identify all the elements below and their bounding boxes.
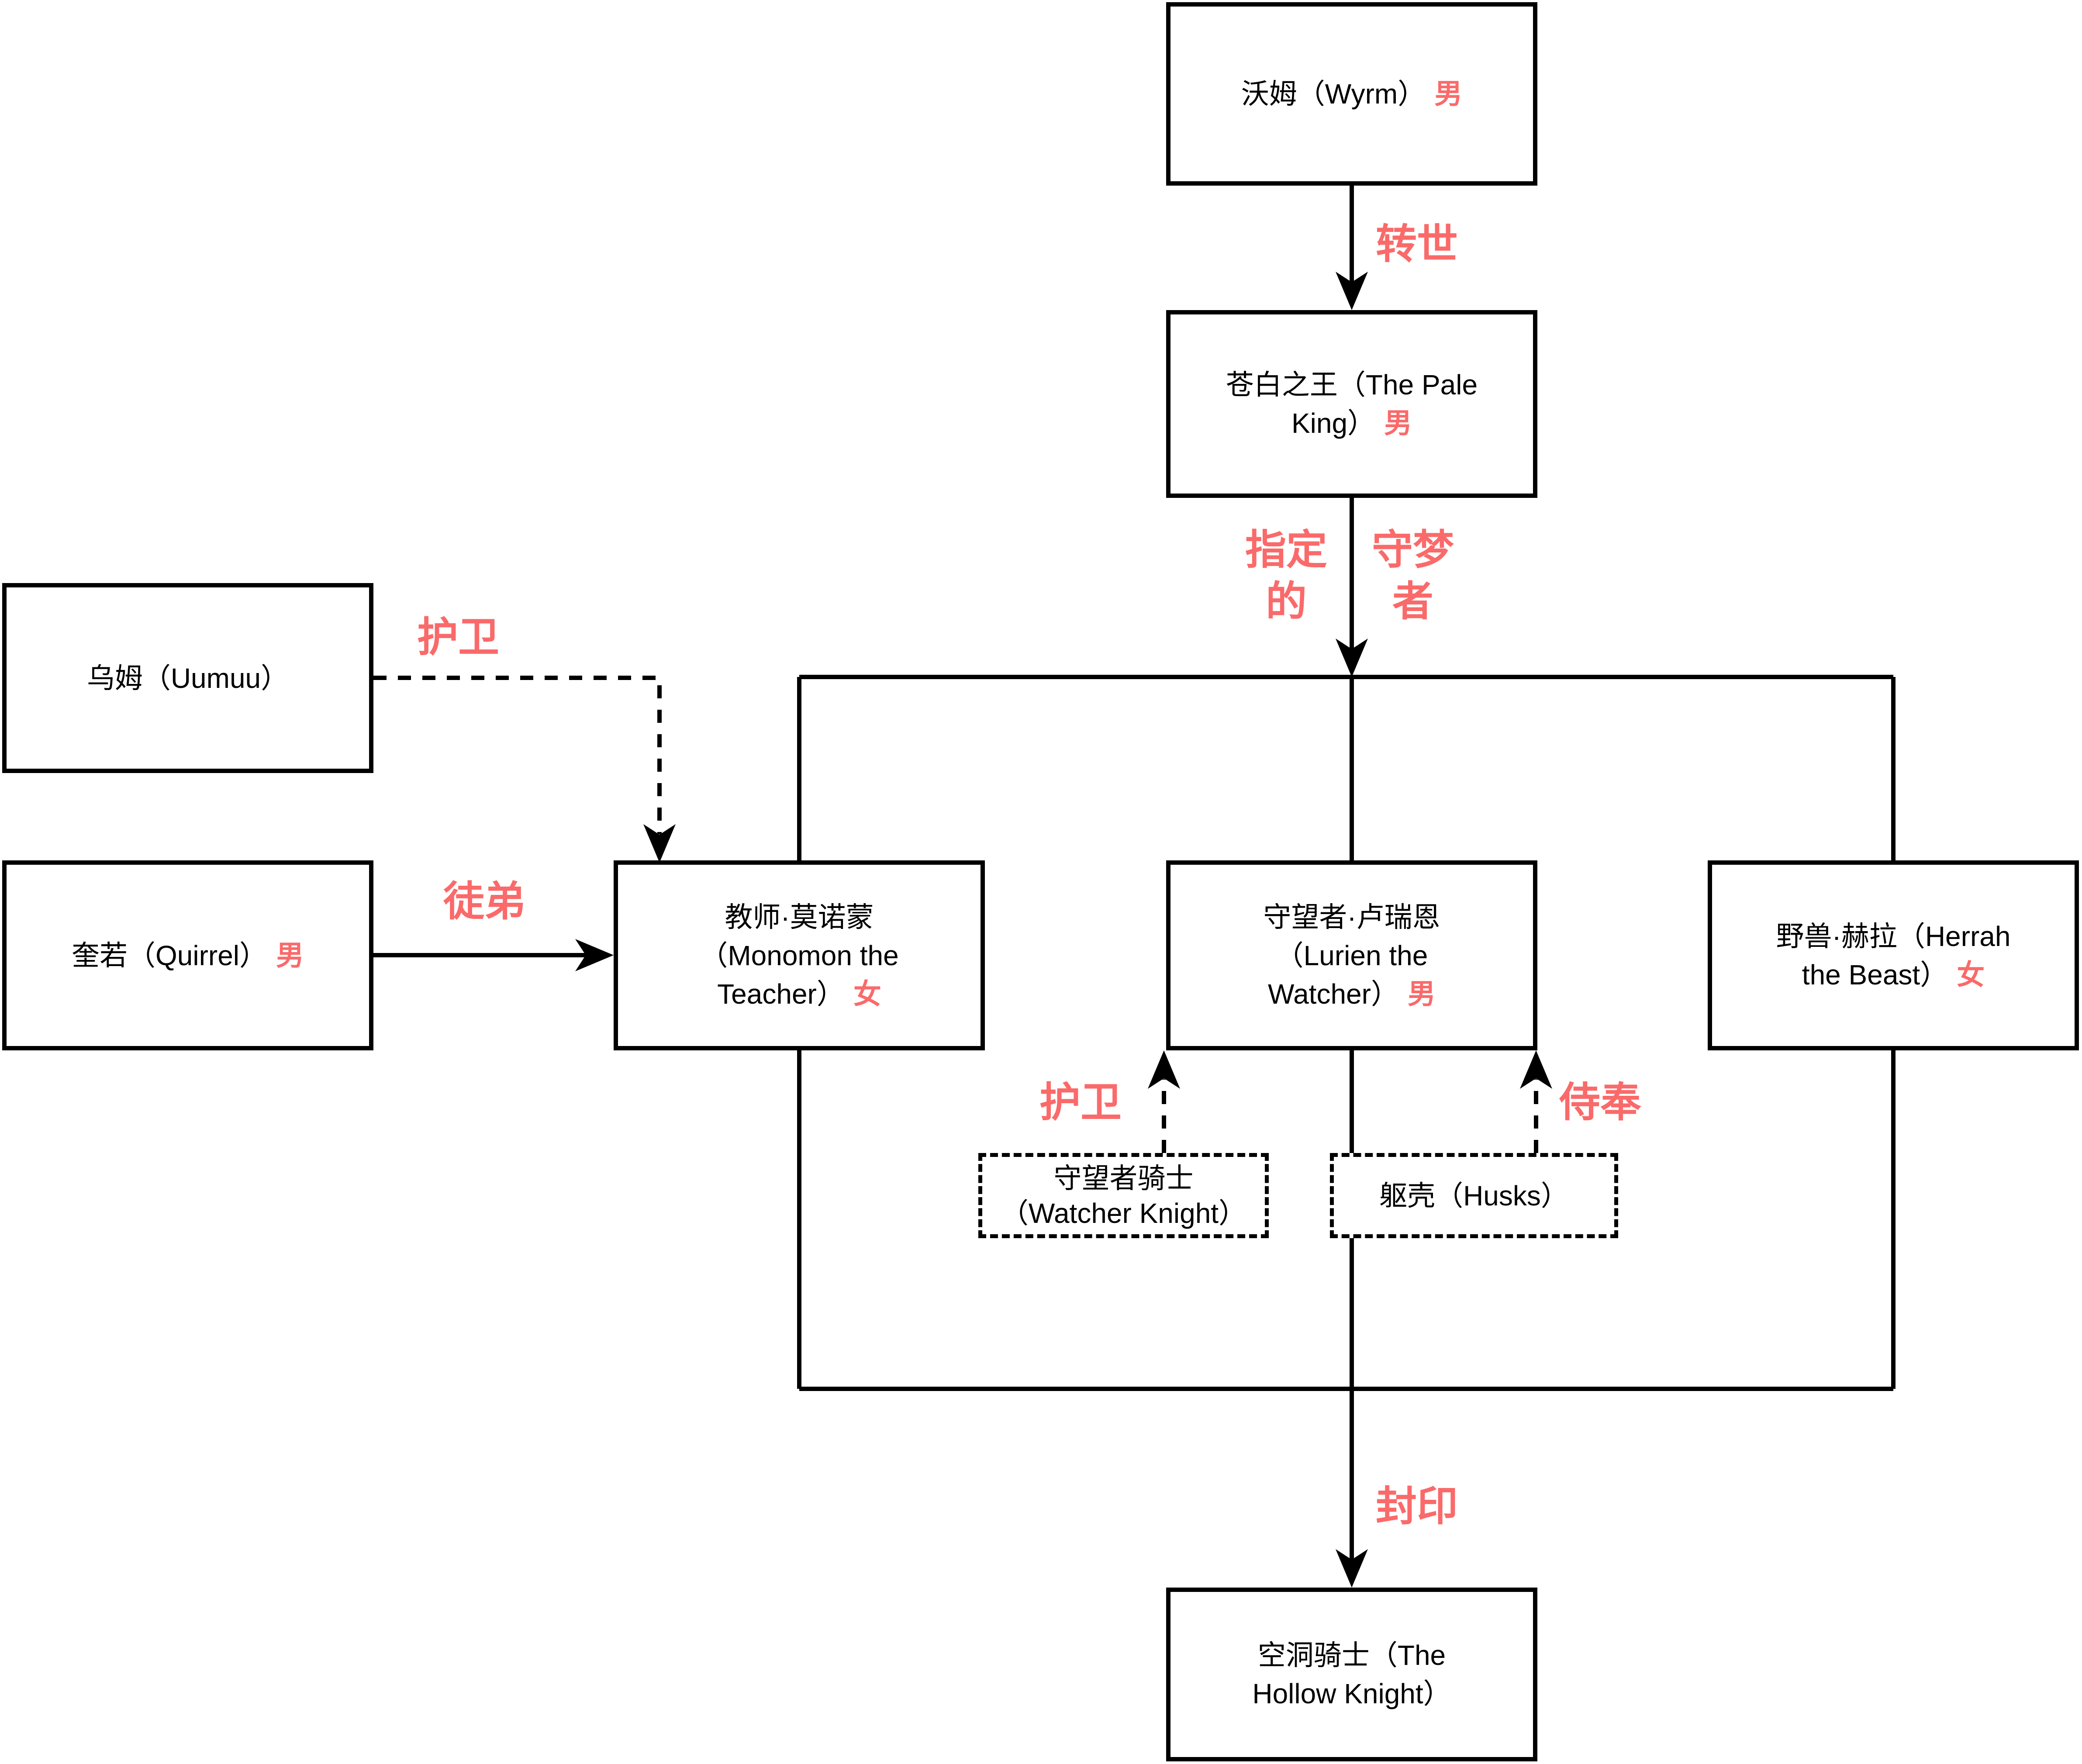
edge-label-guard-watcher-knight: 护卫 (1039, 1079, 1122, 1125)
node-lurien: 守望者·卢瑞恩 （Lurien the Watcher）男 (1166, 860, 1537, 1050)
edge-label-apprentice: 徒弟 (443, 878, 526, 924)
edge-label-guard-uumuu: 护卫 (417, 614, 500, 660)
node-lurien-gender: 男 (1407, 978, 1436, 1010)
node-husks: 躯壳（Husks） (1330, 1153, 1618, 1238)
node-quirrel-label: 奎若（Quirrel） (71, 939, 268, 971)
edge-label-serve: 侍奉 (1559, 1079, 1642, 1125)
node-herrah-label: 野兽·赫拉（Herrah the Beast） (1776, 920, 2011, 991)
node-monomon-gender: 女 (853, 978, 881, 1010)
node-wyrm-gender: 男 (1434, 78, 1463, 110)
edge-label-designated-right: 守梦者 (1371, 527, 1454, 624)
node-uumuu: 乌姆（Uumuu） (2, 583, 373, 773)
edge-seal-arrow (1336, 1389, 1368, 1588)
node-wyrm: 沃姆（Wyrm）男 (1166, 2, 1537, 186)
edge-reincarnation-arrow (1336, 186, 1368, 310)
node-watcher-knight-label: 守望者骑士 （Watcher Knight） (1000, 1162, 1247, 1229)
node-monomon-label: 教师·莫诺蒙 （Monomon the Teacher） (700, 901, 899, 1010)
dreamers-top-bracket (797, 675, 1896, 863)
edge-apprentice-arrow (373, 939, 614, 971)
node-monomon: 教师·莫诺蒙 （Monomon the Teacher）女 (614, 860, 985, 1050)
node-herrah-gender: 女 (1957, 959, 1985, 991)
node-hollow-knight-label: 空洞骑士（The Hollow Knight） (1252, 1640, 1451, 1709)
edge-label-reincarnation: 转世 (1376, 221, 1458, 267)
edge-husks-serve-dashed-arrow (1520, 1050, 1552, 1153)
node-quirrel-gender: 男 (276, 939, 304, 971)
node-quirrel: 奎若（Quirrel）男 (2, 860, 373, 1050)
edge-uumuu-guard-dashed-arrow (373, 676, 676, 863)
node-wyrm-label: 沃姆（Wyrm） (1241, 78, 1426, 110)
node-uumuu-label: 乌姆（Uumuu） (86, 662, 289, 694)
node-pale-king-gender: 男 (1384, 407, 1412, 439)
edge-label-designated-left: 指定的 (1245, 527, 1327, 624)
node-watcher-knight: 守望者骑士 （Watcher Knight） (978, 1153, 1269, 1238)
edge-designated-dreamers-arrow (1336, 498, 1368, 677)
edge-label-seal: 封印 (1376, 1483, 1458, 1529)
node-pale-king: 苍白之王（The Pale King）男 (1166, 310, 1537, 498)
node-herrah: 野兽·赫拉（Herrah the Beast）女 (1708, 860, 2079, 1050)
dreamers-bottom-bracket (797, 1048, 1896, 1391)
node-pale-king-label: 苍白之王（The Pale King） (1226, 369, 1478, 439)
node-hollow-knight: 空洞骑士（The Hollow Knight） (1166, 1588, 1537, 1761)
node-husks-label: 躯壳（Husks） (1379, 1180, 1569, 1212)
edge-watcher-knight-guard-dashed-arrow (1148, 1050, 1180, 1153)
node-lurien-label: 守望者·卢瑞恩 （Lurien the Watcher） (1263, 901, 1440, 1010)
